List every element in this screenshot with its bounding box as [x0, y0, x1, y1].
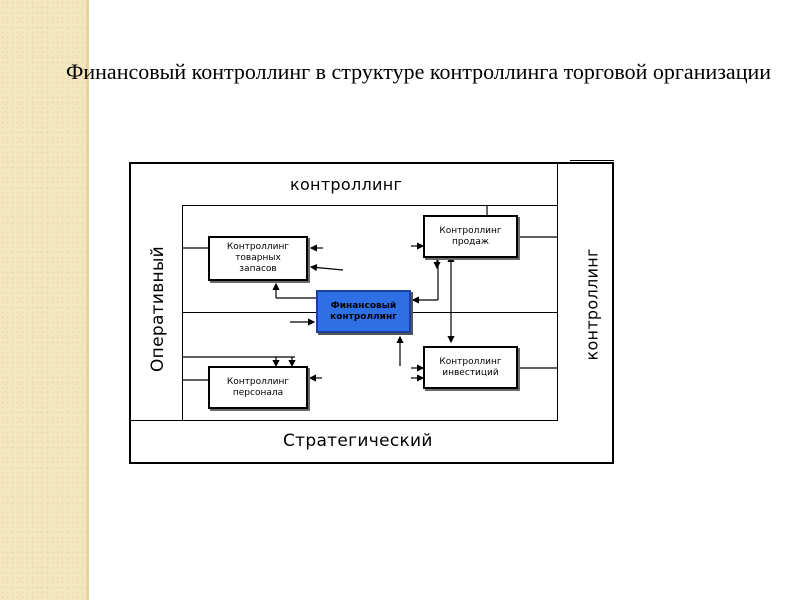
slide-title: Финансовый контроллинг в структуре контр… — [66, 59, 772, 84]
top-band-bottom-line — [182, 205, 558, 206]
inventory-controlling-box: Контроллинг товарных запасов — [208, 236, 308, 281]
side-band-edge — [86, 0, 89, 600]
right-strip-top-line — [570, 160, 614, 161]
top-band-label: контроллинг — [290, 175, 403, 194]
left-band-label: Оперативный — [148, 245, 168, 372]
sales-controlling-box: Контроллинг продаж — [423, 215, 518, 258]
bottom-band-label: Стратегический — [283, 431, 433, 451]
bottom-band-top-line — [129, 420, 558, 421]
personnel-controlling-box: Контроллинг персонала — [208, 366, 308, 409]
financial-controlling-box: Финансовый контроллинг — [316, 290, 411, 333]
right-column-left-line — [557, 162, 558, 420]
investment-controlling-box: Контроллинг инвестиций — [423, 346, 518, 389]
right-band-label: контроллинг — [582, 248, 602, 361]
decorative-side-band — [0, 0, 86, 600]
